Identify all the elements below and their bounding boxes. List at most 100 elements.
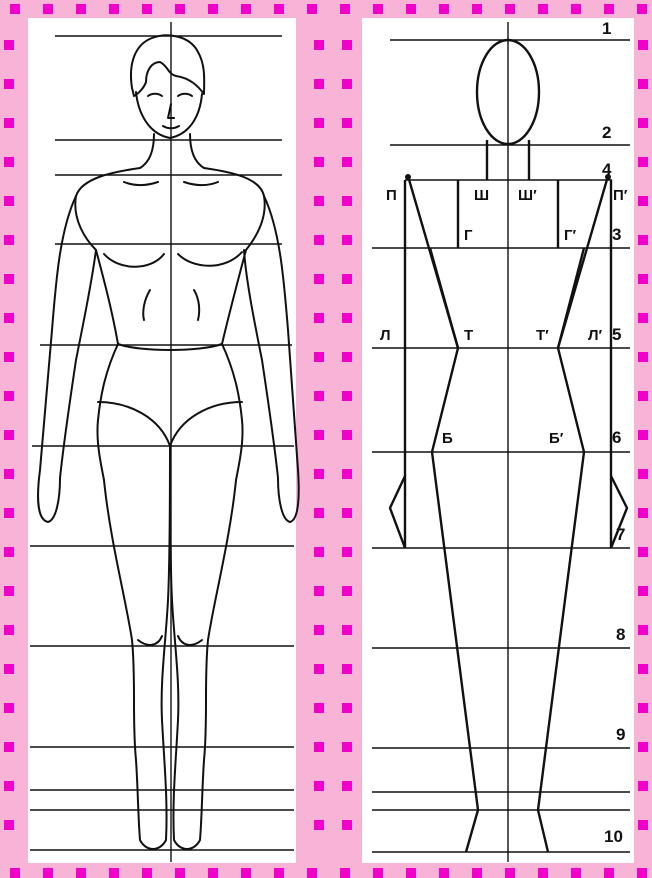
border-dot xyxy=(342,508,352,518)
point-label-b: Б xyxy=(442,430,453,447)
level-number: 9 xyxy=(616,725,625,744)
border-dot xyxy=(4,313,14,323)
border-dot xyxy=(4,352,14,362)
border-dot xyxy=(4,391,14,401)
point-label-b-prime: Б′ xyxy=(549,430,564,447)
border-dot xyxy=(4,118,14,128)
border-dot xyxy=(208,868,218,878)
point-label-g-prime: Г′ xyxy=(564,227,577,244)
border-dot xyxy=(638,664,648,674)
border-dot xyxy=(43,4,53,14)
border-dot xyxy=(342,820,352,830)
border-dot xyxy=(314,430,324,440)
border-dot xyxy=(342,742,352,752)
point-label-t-prime: Т′ xyxy=(536,327,549,344)
border-dot xyxy=(342,391,352,401)
border-dot xyxy=(342,352,352,362)
border-dot xyxy=(314,118,324,128)
border-dot xyxy=(314,703,324,713)
border-dot xyxy=(342,586,352,596)
level-number: 10 xyxy=(604,827,623,846)
border-dot xyxy=(638,508,648,518)
border-dot xyxy=(637,4,647,14)
border-dot xyxy=(342,79,352,89)
border-dot xyxy=(342,664,352,674)
border-dot xyxy=(638,547,648,557)
border-dot xyxy=(638,586,648,596)
border-dot xyxy=(175,868,185,878)
border-dot xyxy=(638,79,648,89)
border-dot xyxy=(638,274,648,284)
border-dot xyxy=(342,235,352,245)
border-dot xyxy=(637,868,647,878)
border-dot xyxy=(274,868,284,878)
border-dot xyxy=(638,196,648,206)
border-dot xyxy=(4,547,14,557)
border-dot xyxy=(314,586,324,596)
border-dot xyxy=(314,547,324,557)
border-dot xyxy=(342,313,352,323)
border-dot xyxy=(76,868,86,878)
border-dot xyxy=(406,4,416,14)
border-dot xyxy=(505,4,515,14)
border-dot xyxy=(439,868,449,878)
border-dot xyxy=(638,703,648,713)
border-dot xyxy=(340,868,350,878)
level-number: 4 xyxy=(602,160,612,179)
border-dot xyxy=(406,868,416,878)
left-panel xyxy=(28,18,299,863)
border-dot xyxy=(373,868,383,878)
border-dot xyxy=(472,4,482,14)
point-label-l-prime: Л′ xyxy=(588,327,603,344)
border-dot xyxy=(314,742,324,752)
border-dot xyxy=(638,157,648,167)
border-dot xyxy=(439,4,449,14)
border-dot xyxy=(4,586,14,596)
border-dot xyxy=(175,4,185,14)
border-dot xyxy=(314,274,324,284)
border-dot xyxy=(142,868,152,878)
border-dot xyxy=(274,4,284,14)
border-dot xyxy=(538,4,548,14)
border-dot xyxy=(638,430,648,440)
border-dot xyxy=(342,430,352,440)
border-dot xyxy=(314,196,324,206)
border-dot xyxy=(342,781,352,791)
border-dot xyxy=(314,157,324,167)
border-dot xyxy=(10,4,20,14)
border-dot xyxy=(505,868,515,878)
border-dot xyxy=(4,820,14,830)
border-dot xyxy=(314,625,324,635)
border-dot xyxy=(314,352,324,362)
border-dot xyxy=(638,118,648,128)
border-dot xyxy=(314,664,324,674)
border-dot xyxy=(538,868,548,878)
border-dot xyxy=(314,781,324,791)
point-label-t: Т xyxy=(464,327,473,344)
border-dot xyxy=(342,703,352,713)
border-dot xyxy=(342,274,352,284)
border-dot xyxy=(342,157,352,167)
level-number: 2 xyxy=(602,123,611,142)
point-label-sh: Ш xyxy=(474,187,489,204)
border-dot xyxy=(342,547,352,557)
border-dot xyxy=(4,742,14,752)
border-dot xyxy=(4,469,14,479)
border-dot xyxy=(571,868,581,878)
shoulder-point-left xyxy=(405,174,411,180)
level-number: 6 xyxy=(612,428,621,447)
border-dot xyxy=(638,40,648,50)
border-dot xyxy=(340,4,350,14)
level-number: 5 xyxy=(612,325,621,344)
border-dot xyxy=(208,4,218,14)
border-dot xyxy=(638,781,648,791)
border-dot xyxy=(314,40,324,50)
border-dot xyxy=(472,868,482,878)
border-dot xyxy=(342,118,352,128)
border-dot xyxy=(373,4,383,14)
border-dot xyxy=(638,313,648,323)
border-dot xyxy=(4,508,14,518)
border-dot xyxy=(342,40,352,50)
point-label-g: Г xyxy=(464,227,473,244)
border-dot xyxy=(638,820,648,830)
